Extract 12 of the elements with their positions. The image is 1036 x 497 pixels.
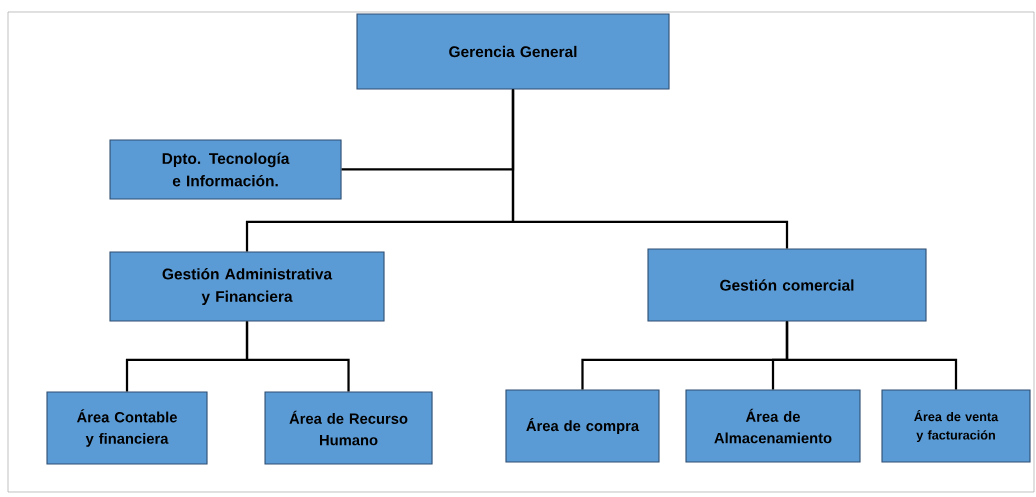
org-box: Gestión Administrativa y Financiera bbox=[109, 251, 385, 322]
org-box: Área Contable y financiera bbox=[46, 391, 208, 465]
org-box: Área de compra bbox=[505, 389, 660, 463]
org-box: Gerencia General bbox=[356, 13, 670, 90]
org-box: Área de venta y facturación bbox=[881, 389, 1031, 463]
connector-line bbox=[785, 321, 958, 390]
org-box: Dpto. Tecnología e Información. bbox=[109, 139, 342, 200]
org-box: Área de Almacenamiento bbox=[685, 389, 861, 463]
connector-line bbox=[245, 321, 350, 392]
connector-line bbox=[511, 89, 789, 249]
org-box: Gestión comercial bbox=[647, 248, 927, 322]
org-box: Área de Recurso Humano bbox=[264, 391, 433, 465]
